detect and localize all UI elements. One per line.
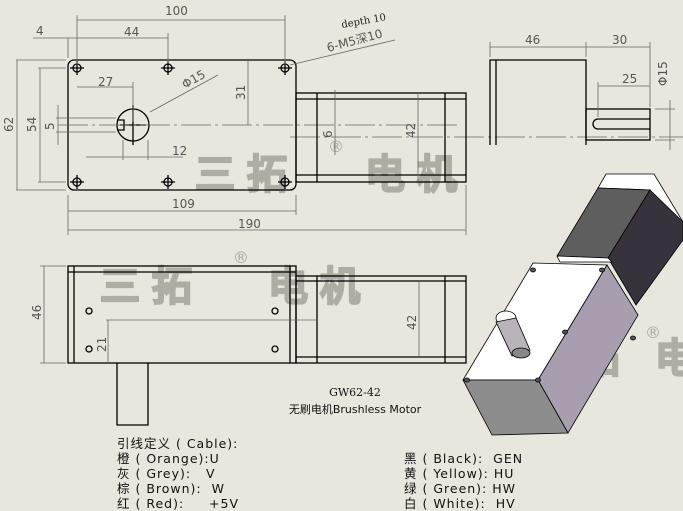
top-view: 100 4 44 62 54 5 27 Φ15 31 12 6 42 109 1… — [2, 4, 683, 235]
svg-text:46: 46 — [30, 305, 44, 320]
svg-text:62: 62 — [2, 117, 16, 132]
svg-text:31: 31 — [234, 85, 248, 100]
watermark-right-reg: ® — [645, 323, 661, 342]
motor-3d-render — [462, 173, 683, 436]
svg-text:6-M5深10: 6-M5深10 — [325, 27, 384, 55]
side-view: 46 21 42 — [30, 265, 467, 426]
svg-text:5: 5 — [43, 122, 57, 130]
svg-text:21: 21 — [95, 337, 109, 352]
watermark-top: 三拓 电机 ® — [194, 137, 458, 199]
svg-text:三拓: 三拓 — [100, 264, 204, 310]
cable-white: 白 ( White): HV — [404, 496, 516, 511]
svg-text:100: 100 — [165, 4, 188, 18]
motor-type-title: 无刷电机Brushless Motor — [288, 403, 422, 416]
svg-text:46: 46 — [525, 33, 540, 47]
svg-text:42: 42 — [404, 123, 418, 138]
svg-text:12: 12 — [172, 144, 187, 158]
svg-text:4: 4 — [36, 24, 44, 38]
svg-text:54: 54 — [25, 117, 39, 132]
end-view: 46 30 25 Φ15 — [489, 33, 675, 150]
svg-text:®: ® — [328, 137, 344, 156]
svg-text:Φ15: Φ15 — [656, 61, 670, 86]
svg-text:109: 109 — [172, 197, 195, 211]
svg-text:®: ® — [233, 248, 249, 267]
svg-text:190: 190 — [238, 217, 261, 231]
cable-brown: 棕 ( Brown): W — [117, 481, 225, 496]
svg-text:25: 25 — [622, 72, 637, 86]
svg-text:42: 42 — [405, 315, 419, 330]
svg-text:电机: 电机 — [655, 336, 683, 382]
svg-text:27: 27 — [98, 75, 113, 89]
svg-text:三拓: 三拓 — [195, 152, 299, 198]
cable-orange: 橙 ( Orange):U — [117, 451, 220, 466]
cable-grey: 灰 ( Grey): V — [117, 466, 216, 481]
svg-text:30: 30 — [612, 33, 627, 47]
cable-yellow: 黄 ( Yellow): HU — [404, 466, 515, 481]
svg-text:44: 44 — [124, 25, 139, 39]
svg-text:电机: 电机 — [268, 264, 372, 310]
output-shaft-side — [116, 363, 149, 426]
svg-text:6: 6 — [321, 130, 335, 138]
cable-heading: 引线定义 ( Cable): — [117, 436, 239, 451]
watermark-mid: 三拓 电机 ® — [99, 248, 372, 311]
model-number: GW62-42 — [329, 386, 381, 399]
cable-black: 黑 ( Black): GEN — [404, 451, 524, 466]
cable-red: 红 ( Red): +5V — [117, 496, 240, 511]
cable-green: 绿 ( Green): HW — [404, 481, 516, 496]
